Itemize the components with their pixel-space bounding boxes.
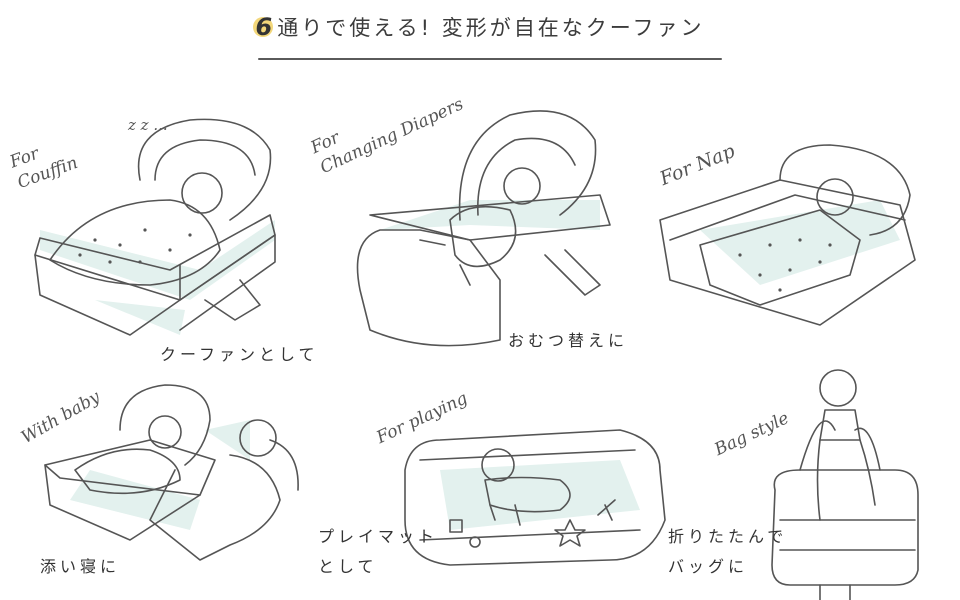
title-text: 通りで使える! 変形が自在なクーファン xyxy=(277,16,705,40)
page-title: 6通りで使える! 変形が自在なクーファン xyxy=(0,12,960,42)
nap-illustration xyxy=(659,144,916,326)
with-baby-illustration xyxy=(44,384,299,561)
caption-couffin: クーファンとして xyxy=(160,345,319,364)
title-underline xyxy=(258,58,722,60)
diaper-illustration xyxy=(356,110,611,347)
bag-illustration xyxy=(771,369,919,600)
play-mat-illustration xyxy=(404,429,666,566)
zzz-text: z z ... xyxy=(128,116,168,134)
caption-bag: 折りたたんで バッグに xyxy=(668,527,788,576)
title-number: 6 xyxy=(252,13,276,41)
couffin-illustration xyxy=(34,118,276,336)
caption-play-mat: プレイマット として xyxy=(318,527,439,576)
caption-diaper: おむつ替えに xyxy=(508,331,629,350)
caption-with-baby: 添い寝に xyxy=(40,557,121,576)
